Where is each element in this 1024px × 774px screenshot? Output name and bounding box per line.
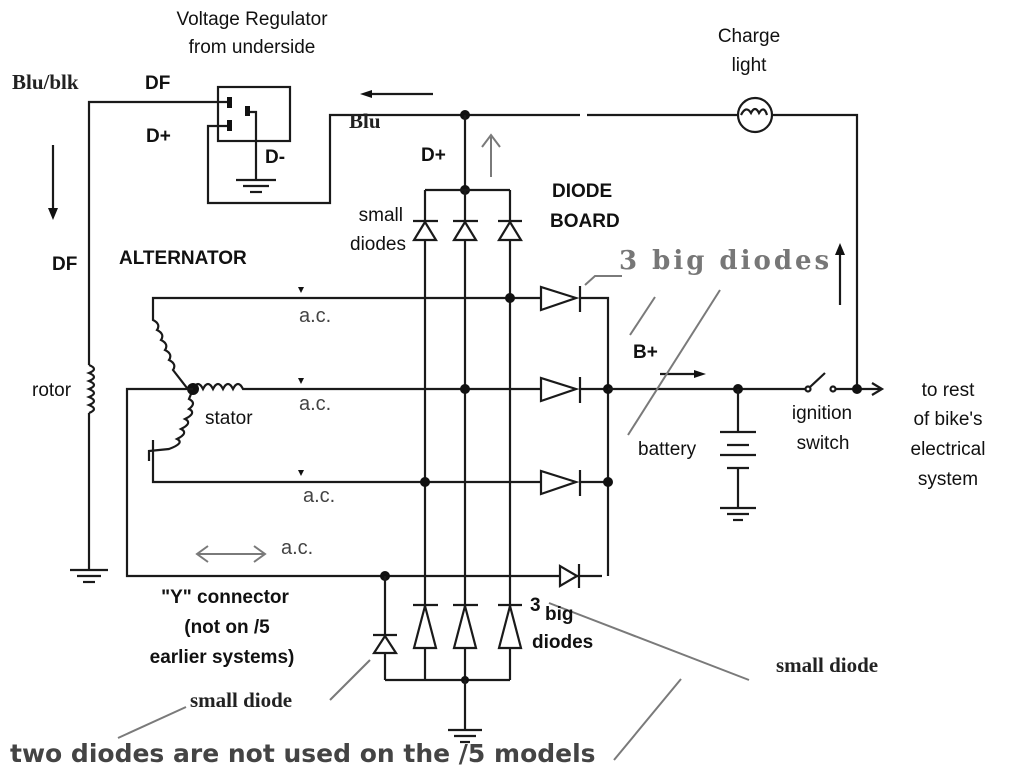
label-dminus: D- [265, 147, 285, 168]
y-connector-line1: "Y" connector [161, 587, 289, 608]
ac-label-4: a.c. [281, 537, 313, 559]
wire-label-blu: Blu [349, 109, 381, 133]
gray-arrow-up-icon [481, 133, 501, 177]
to-rest-line1: to rest [922, 380, 976, 401]
ac-double-arrow-icon [195, 545, 267, 563]
regulator-title-line2: from underside [189, 37, 316, 58]
to-rest-line2: of bike's [913, 409, 982, 430]
stator-winding-bottom [147, 388, 195, 461]
small-diodes-top [412, 190, 523, 680]
diode-board-label-line2: BOARD [550, 211, 620, 232]
ignition-switch-symbol [804, 372, 885, 396]
dplus-reg-wire [206, 113, 465, 205]
rotor-label: rotor [32, 380, 72, 401]
ac-label-3: a.c. [303, 485, 335, 507]
alternator-label: ALTERNATOR [119, 248, 247, 269]
ignition-switch-label-line1: ignition [792, 403, 852, 424]
big-diodes-bottom-diodes: diodes [532, 632, 593, 653]
voltage-regulator [216, 85, 292, 194]
to-rest-line4: system [918, 469, 978, 490]
charge-light-label-line1: Charge [718, 26, 780, 47]
small-diodes-label-line1: small [359, 205, 403, 226]
battery-label: battery [638, 439, 697, 460]
battery-symbol [720, 389, 756, 522]
label-dplus-regulator: D+ [146, 126, 171, 147]
y-connector-line2: (not on /5 [184, 617, 270, 638]
footnote: two diodes are not used on the /5 models [10, 739, 596, 768]
y-connector-line3: earlier systems) [150, 647, 295, 668]
label-df-left: DF [52, 254, 77, 275]
label-b-plus: B+ [633, 342, 658, 363]
leader-lines [117, 275, 750, 761]
wire-label-blu-blk: Blu/blk [12, 70, 79, 94]
df-wire [87, 100, 227, 365]
big-diodes-label: 3 big diodes [619, 246, 832, 276]
ac-label-1: a.c. [299, 305, 331, 327]
ac-phase-lines [125, 287, 602, 581]
big-diodes-right [539, 285, 613, 588]
small-diode-label-left: small diode [190, 688, 292, 712]
regulator-title-line1: Voltage Regulator [176, 9, 328, 30]
small-diodes-label-line2: diodes [350, 234, 406, 255]
diode-board-label-line1: DIODE [552, 181, 612, 202]
big-diodes-bottom-big: big [545, 604, 574, 625]
lower-diode-bank [371, 576, 523, 744]
stator-winding-top [151, 300, 188, 389]
stator-label: stator [205, 408, 253, 429]
ac-label-2: a.c. [299, 393, 331, 415]
small-diode-label-right: small diode [776, 653, 878, 677]
to-rest-line3: electrical [911, 439, 986, 460]
charge-light-bulb [736, 96, 774, 134]
label-dplus-bus: D+ [421, 145, 446, 166]
stator-winding-right [192, 382, 263, 392]
ignition-switch-label-line2: switch [797, 433, 850, 454]
label-df-top: DF [145, 73, 170, 94]
charge-light-label-line2: light [732, 55, 768, 76]
rotor-coil [86, 363, 96, 415]
big-diodes-bottom-3: 3 [530, 595, 541, 616]
